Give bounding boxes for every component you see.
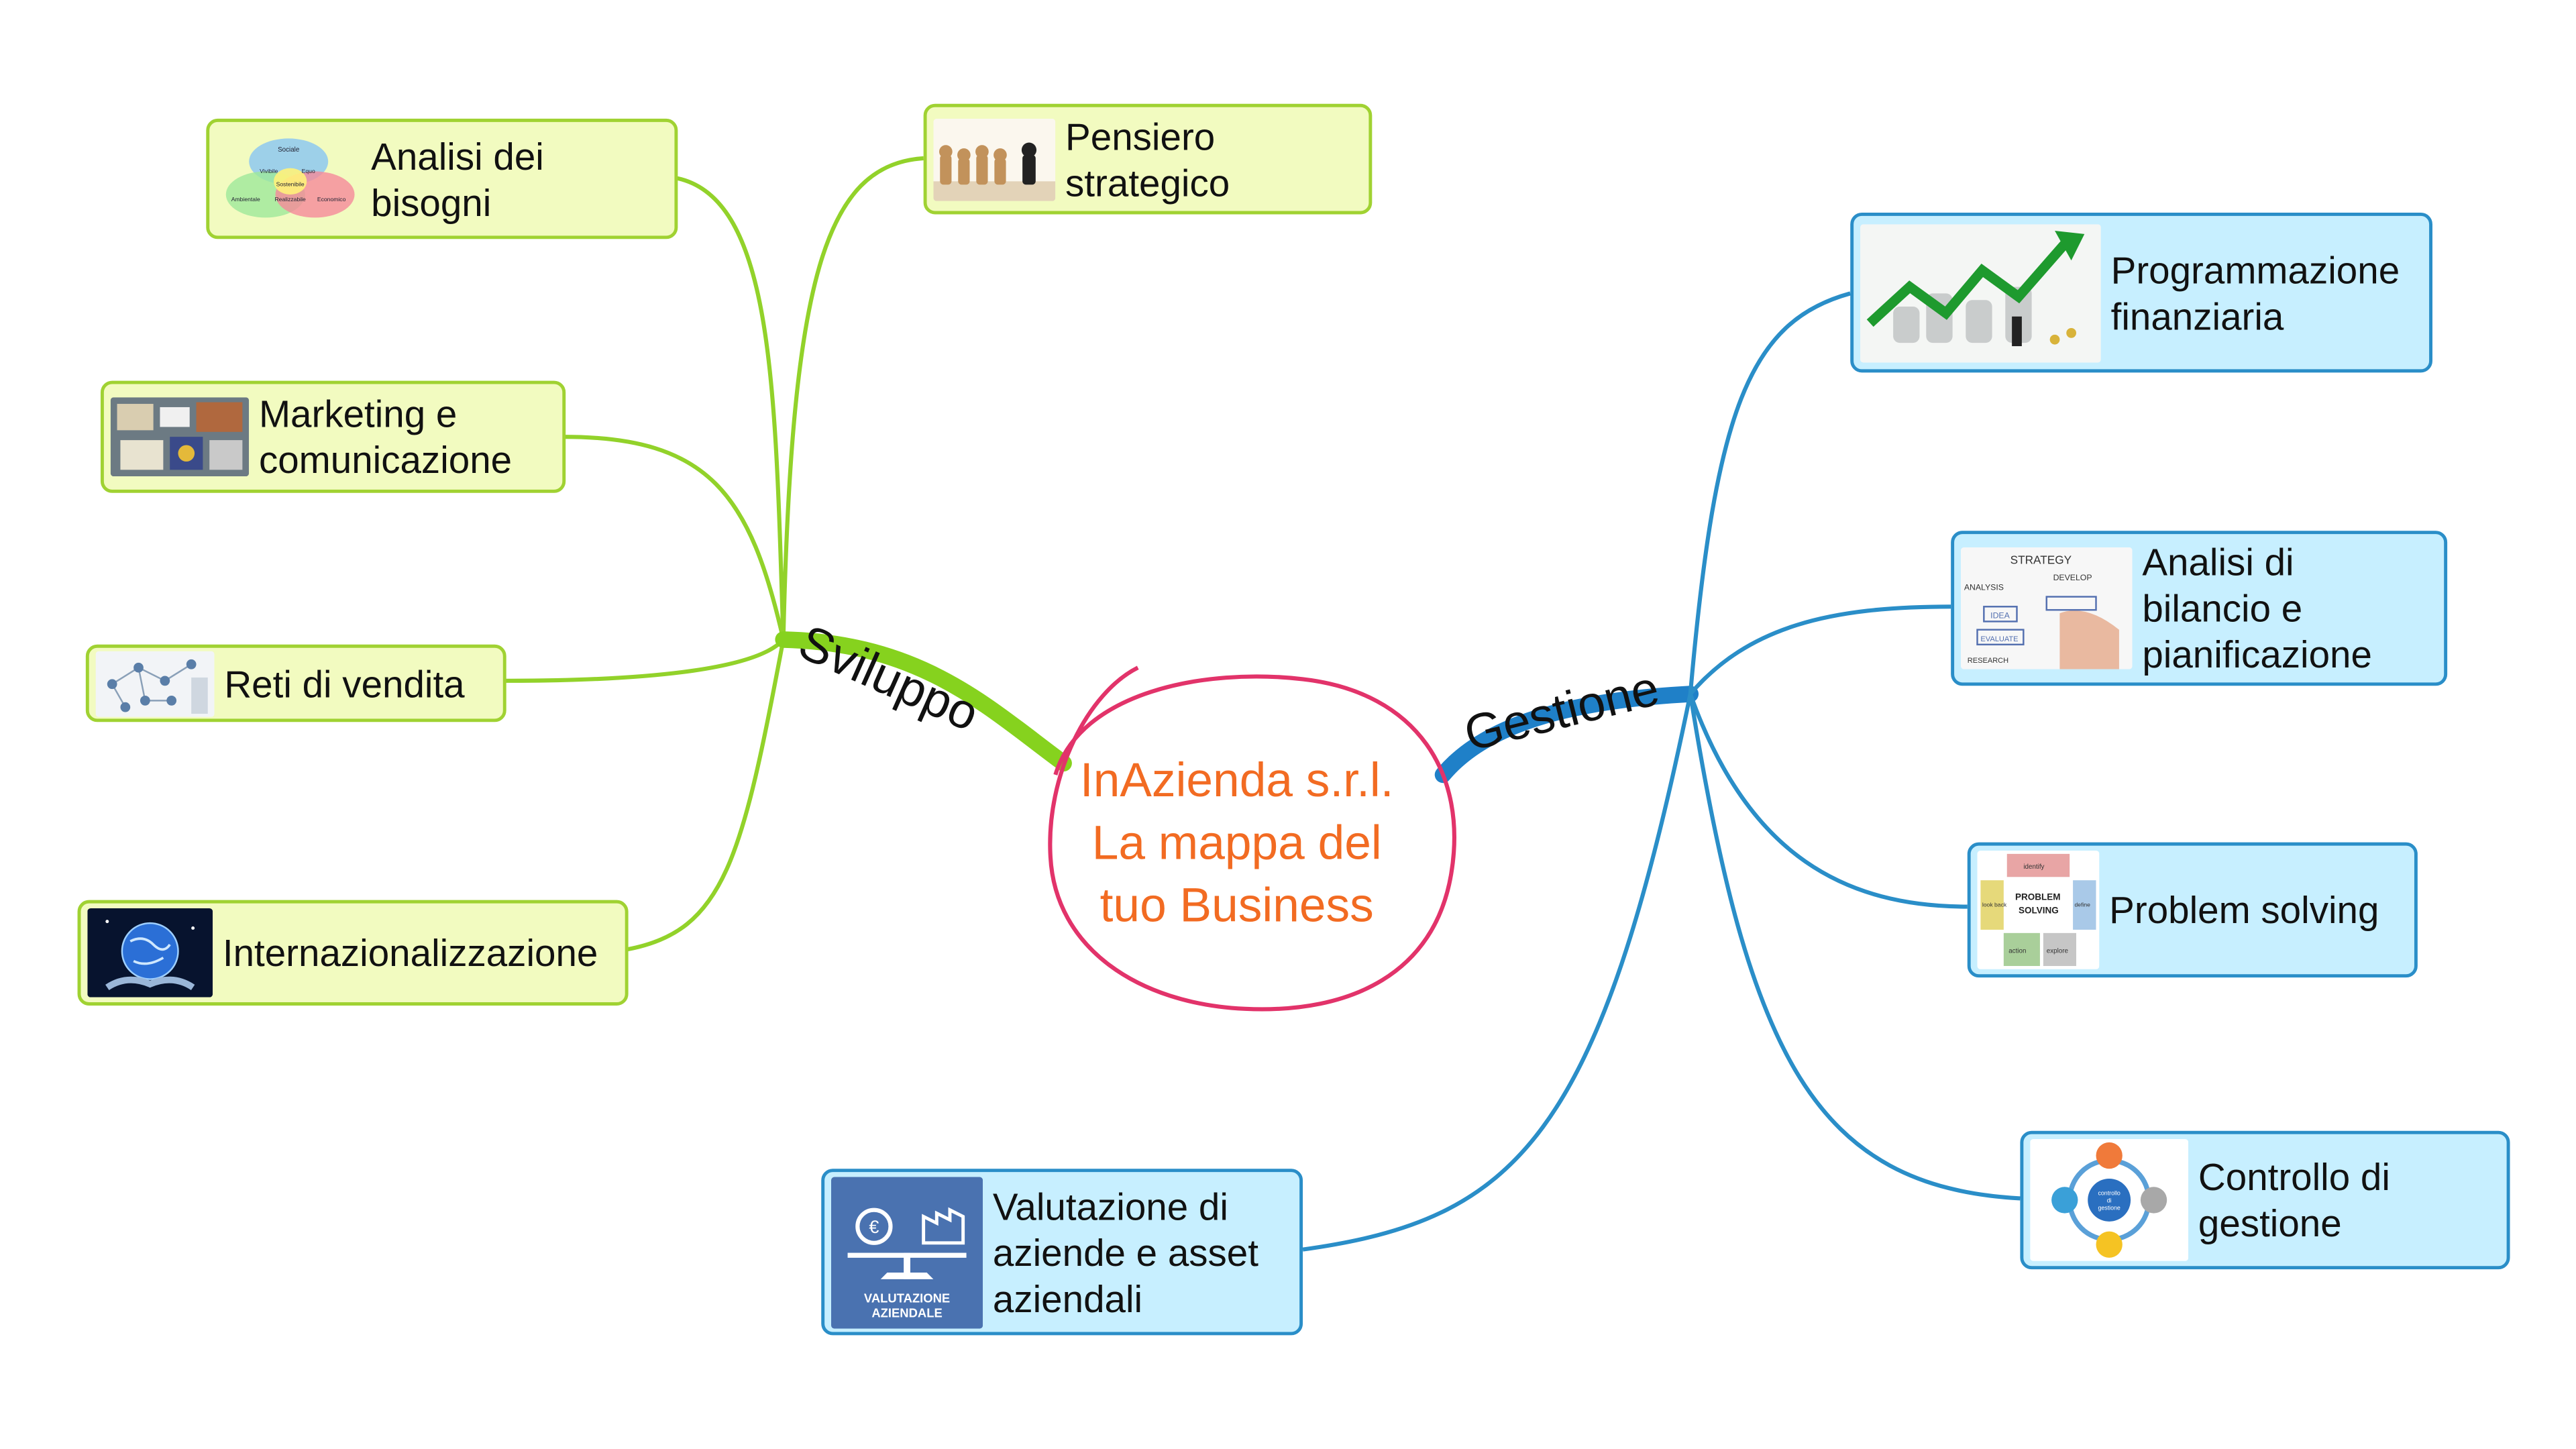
node-label: Analisi dei bisogni bbox=[371, 134, 544, 223]
venn-label-economico: Economico bbox=[317, 195, 346, 202]
branch-gestione-line bbox=[1434, 686, 1699, 784]
strategy-develop-text: DEVELOP bbox=[2053, 573, 2092, 582]
node-label: Pensiero strategico bbox=[1065, 114, 1230, 204]
link-marketing bbox=[564, 435, 786, 641]
network-people-icon bbox=[95, 650, 215, 716]
growth-arrow-icon bbox=[1860, 223, 2101, 362]
cycle-di-text: di bbox=[2107, 1197, 2112, 1204]
node-reti-vendita[interactable]: Reti di vendita bbox=[85, 644, 506, 722]
node-label: Valutazione di aziende e asset aziendali bbox=[992, 1184, 1258, 1320]
link-controllo bbox=[1688, 694, 2021, 1201]
puzzle-lookback-text: look back bbox=[1982, 902, 2007, 908]
globe-hands-icon bbox=[87, 908, 213, 998]
link-internazionalizzazione bbox=[626, 639, 786, 952]
central-topic-outline bbox=[1048, 665, 1456, 1012]
node-label: Controllo di gestione bbox=[2198, 1155, 2390, 1245]
strategy-analysis-text: ANALYSIS bbox=[1964, 583, 2004, 592]
control-cycle-icon: controllo di gestione bbox=[2030, 1138, 2189, 1261]
venn-label-ambientale: Ambientale bbox=[231, 195, 260, 202]
node-label: Analisi di bilancio e pianificazione bbox=[2142, 540, 2372, 676]
valuation-scale-icon: € VALUTAZIONE AZIENDALE bbox=[830, 1176, 983, 1328]
branch-sviluppo-line bbox=[775, 631, 1072, 772]
node-analisi-bisogni[interactable]: Sociale Vivibile Equo Sostenibile Ambien… bbox=[206, 118, 678, 239]
chess-pieces-icon bbox=[933, 117, 1056, 201]
node-analisi-bilancio[interactable]: STRATEGY ANALYSIS DEVELOP IDEA EVALUATE … bbox=[1951, 531, 2448, 686]
node-valutazione[interactable]: € VALUTAZIONE AZIENDALE Valutazione di a… bbox=[821, 1169, 1303, 1336]
valuation-word-1: VALUTAZIONE bbox=[864, 1290, 950, 1304]
puzzle-solving-text: SOLVING bbox=[2019, 905, 2059, 915]
strategy-idea-text: IDEA bbox=[1990, 610, 2010, 620]
puzzle-explore-text: explore bbox=[2047, 947, 2069, 955]
node-label: Marketing e comunicazione bbox=[258, 392, 513, 482]
venn-label-vivibile: Vivibile bbox=[260, 167, 278, 174]
puzzle-define-text: define bbox=[2075, 902, 2091, 908]
strategy-evaluate-text: EVALUATE bbox=[1980, 635, 2018, 643]
node-label: Problem solving bbox=[2109, 888, 2379, 932]
venn-diagram-icon: Sociale Vivibile Equo Sostenibile Ambien… bbox=[216, 131, 361, 227]
valuation-word-2: AZIENDALE bbox=[871, 1305, 942, 1319]
puzzle-action-text: action bbox=[2008, 947, 2026, 955]
problem-solving-puzzle-icon: identify look back define PROBLEM SOLVIN… bbox=[1977, 850, 2100, 969]
strategy-title-text: STRATEGY bbox=[2010, 553, 2072, 566]
node-label: Internazionalizzazione bbox=[222, 931, 598, 975]
node-marketing[interactable]: Marketing e comunicazione bbox=[100, 380, 566, 493]
venn-label-sociale: Sociale bbox=[278, 146, 300, 153]
venn-label-equo: Equo bbox=[302, 167, 315, 174]
strategy-sketch-icon: STRATEGY ANALYSIS DEVELOP IDEA EVALUATE … bbox=[1960, 547, 2133, 669]
marketing-collage-icon bbox=[110, 397, 250, 477]
link-valutazione bbox=[1302, 693, 1693, 1252]
link-analisi-bilancio bbox=[1688, 604, 1951, 696]
puzzle-problem-text: PROBLEM bbox=[2015, 892, 2061, 902]
node-controllo[interactable]: controllo di gestione Controllo di gesti… bbox=[2020, 1130, 2510, 1270]
link-analisi-bisogni bbox=[676, 176, 786, 640]
venn-label-sostenibile: Sostenibile bbox=[276, 180, 305, 186]
link-programmazione bbox=[1688, 291, 1851, 694]
link-problem-solving bbox=[1688, 693, 1968, 909]
euro-glyph: € bbox=[869, 1216, 879, 1236]
node-programmazione[interactable]: Programmazione finanziaria bbox=[1850, 212, 2432, 373]
node-problem-solving[interactable]: identify look back define PROBLEM SOLVIN… bbox=[1967, 842, 2418, 978]
node-internazionalizzazione[interactable]: Internazionalizzazione bbox=[77, 900, 629, 1006]
cycle-gestione-text: gestione bbox=[2098, 1205, 2120, 1212]
strategy-research-text: RESEARCH bbox=[1968, 657, 2008, 665]
puzzle-identify-text: identify bbox=[2023, 863, 2044, 871]
venn-label-realizzabile: Realizzabile bbox=[274, 195, 306, 202]
node-label: Programmazione finanziaria bbox=[2110, 248, 2400, 337]
node-pensiero-strategico[interactable]: Pensiero strategico bbox=[923, 103, 1373, 215]
link-reti-vendita bbox=[504, 638, 785, 683]
central-topic-title[interactable]: InAzienda s.r.l. La mappa del tuo Busine… bbox=[1079, 755, 1394, 933]
node-label: Reti di vendita bbox=[224, 661, 465, 705]
link-pensiero-strategico bbox=[781, 156, 924, 640]
cycle-controllo-text: controllo bbox=[2098, 1190, 2120, 1197]
